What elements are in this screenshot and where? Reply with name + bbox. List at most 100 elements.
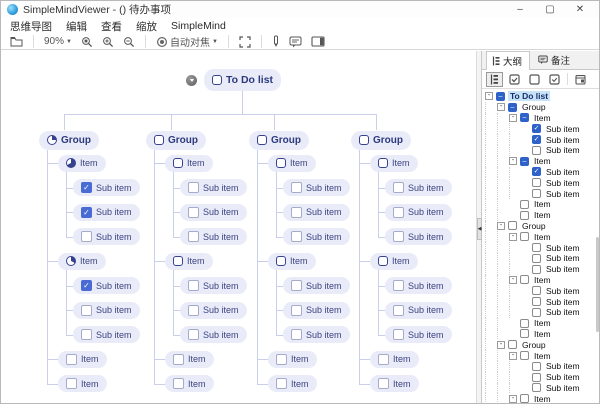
tree-scrollbar[interactable] <box>596 237 599 332</box>
outline-row[interactable]: ✓Sub item <box>482 166 599 178</box>
checkbox-icon[interactable] <box>393 304 404 316</box>
map-node-item[interactable]: Item <box>370 350 419 368</box>
checkbox-icon[interactable] <box>291 231 302 242</box>
panel-collapse-handle[interactable]: ◀ <box>477 218 482 240</box>
map-node-subitem[interactable]: ✓Sub item <box>73 179 140 196</box>
checkbox-icon[interactable] <box>81 231 92 242</box>
menu-zoom[interactable]: 缩放 <box>136 20 157 33</box>
maximize-button[interactable]: ▢ <box>545 4 555 15</box>
outline-row[interactable]: Sub item <box>482 188 599 199</box>
tree-checkbox-icon[interactable]: – <box>496 91 505 101</box>
checkbox-icon[interactable] <box>276 353 287 365</box>
checkbox-icon[interactable] <box>188 280 199 291</box>
map-node-root[interactable]: To Do list <box>204 69 282 91</box>
checkbox-icon[interactable] <box>173 378 184 389</box>
map-node-subitem[interactable]: Sub item <box>385 326 452 343</box>
outline-row[interactable]: -Item <box>482 350 599 361</box>
map-node-item[interactable]: Item <box>268 154 316 172</box>
zoom-level-dropdown[interactable]: 90% ▼ <box>42 35 74 49</box>
tree-checkbox-icon[interactable] <box>508 340 517 350</box>
outline-row[interactable]: Sub item <box>482 296 599 307</box>
tree-checkbox-icon[interactable] <box>532 178 541 188</box>
map-node-subitem[interactable]: Sub item <box>180 203 247 221</box>
map-node-subitem[interactable]: Sub item <box>180 301 247 319</box>
checkbox-icon[interactable] <box>291 182 302 193</box>
checkbox-icon[interactable] <box>393 231 404 242</box>
map-node-subitem[interactable]: Sub item <box>385 203 452 221</box>
tree-checkbox-icon[interactable] <box>520 210 529 220</box>
map-node-subitem[interactable]: Sub item <box>73 326 140 343</box>
checkbox-icon[interactable] <box>393 206 404 218</box>
panel-divider[interactable]: ◀ <box>476 51 482 403</box>
expander-icon[interactable]: - <box>509 113 517 122</box>
checkbox-icon[interactable] <box>173 353 184 365</box>
menu-simplemind[interactable]: SimpleMind <box>171 20 226 32</box>
outline-row[interactable]: Sub item <box>482 371 599 383</box>
checkbox-icon[interactable] <box>291 280 302 291</box>
show-checked-button[interactable] <box>506 72 523 87</box>
outline-row[interactable]: Sub item <box>482 360 599 372</box>
expander-icon[interactable]: - <box>509 275 517 284</box>
tree-checkbox-icon[interactable] <box>508 221 517 231</box>
map-node-subitem[interactable]: Sub item <box>385 179 452 196</box>
checkbox-icon[interactable] <box>66 353 77 365</box>
checkbox-icon[interactable] <box>393 182 404 193</box>
map-node-item[interactable]: Item <box>58 375 107 392</box>
fullscreen-button[interactable] <box>237 35 253 49</box>
outline-row[interactable]: Sub item <box>482 252 599 264</box>
map-node-subitem[interactable]: Sub item <box>180 228 247 245</box>
expander-icon[interactable]: - <box>497 340 505 349</box>
outline-mode-button[interactable] <box>486 71 503 87</box>
checkbox-icon[interactable] <box>291 206 302 218</box>
tree-checkbox-icon[interactable] <box>520 199 529 209</box>
autofocus-dropdown[interactable]: 自动对焦 ▼ <box>154 35 220 49</box>
outline-row[interactable]: Sub item <box>482 263 599 275</box>
map-node-subitem[interactable]: Sub item <box>283 228 350 245</box>
expander-icon[interactable]: - <box>497 103 505 112</box>
map-node-item[interactable]: Item <box>165 350 214 368</box>
checkbox-icon[interactable] <box>378 353 389 365</box>
root-collapse-button[interactable] <box>186 75 197 86</box>
outline-row[interactable]: Item <box>482 209 599 221</box>
outline-row[interactable]: -–Item <box>482 155 599 167</box>
expander-icon[interactable]: - <box>509 351 517 360</box>
tree-checkbox-icon[interactable] <box>520 329 529 339</box>
tree-checkbox-icon[interactable]: ✓ <box>532 167 541 177</box>
outline-row[interactable]: -–Item <box>482 112 599 124</box>
outline-row[interactable]: Sub item <box>482 382 599 394</box>
checkbox-icon[interactable]: ✓ <box>81 206 92 218</box>
expander-icon[interactable]: - <box>485 92 493 101</box>
map-node-item[interactable]: Item <box>58 252 106 270</box>
map-node-group[interactable]: Group <box>249 130 309 150</box>
tree-checkbox-icon[interactable] <box>520 394 529 403</box>
checkbox-icon[interactable] <box>66 378 77 389</box>
tree-checkbox-icon[interactable] <box>532 189 541 199</box>
map-node-item[interactable]: Item <box>268 252 316 270</box>
checkbox-icon[interactable] <box>188 231 199 242</box>
tree-checkbox-icon[interactable] <box>520 318 529 328</box>
outline-row[interactable]: Item <box>482 328 599 340</box>
zoom-in-button[interactable] <box>100 35 116 49</box>
checkbox-icon[interactable] <box>291 329 302 340</box>
tree-checkbox-icon[interactable]: ✓ <box>532 135 541 145</box>
outline-row[interactable]: -–To Do list <box>482 91 599 102</box>
checkbox-icon[interactable] <box>188 206 199 218</box>
checkbox-icon[interactable] <box>188 329 199 340</box>
checkbox-icon[interactable] <box>393 280 404 291</box>
map-node-item[interactable]: Item <box>165 154 213 172</box>
tab-outline[interactable]: 大纲 <box>486 51 531 70</box>
outline-row[interactable]: -–Group <box>482 101 599 113</box>
tree-checkbox-icon[interactable] <box>532 361 541 371</box>
map-node-item[interactable]: Item <box>370 154 418 172</box>
checkbox-icon[interactable] <box>188 304 199 316</box>
tree-checkbox-icon[interactable] <box>532 383 541 393</box>
map-node-subitem[interactable]: Sub item <box>283 203 350 221</box>
menu-edit[interactable]: 编辑 <box>66 20 87 33</box>
outline-row[interactable]: -Group <box>482 220 599 232</box>
side-panel-button[interactable] <box>309 35 327 49</box>
map-node-group[interactable]: Group <box>39 130 99 150</box>
map-node-subitem[interactable]: Sub item <box>385 277 452 294</box>
expander-icon[interactable]: - <box>509 157 517 166</box>
outline-row[interactable]: -Item <box>482 274 599 286</box>
expander-icon[interactable]: - <box>509 394 517 403</box>
